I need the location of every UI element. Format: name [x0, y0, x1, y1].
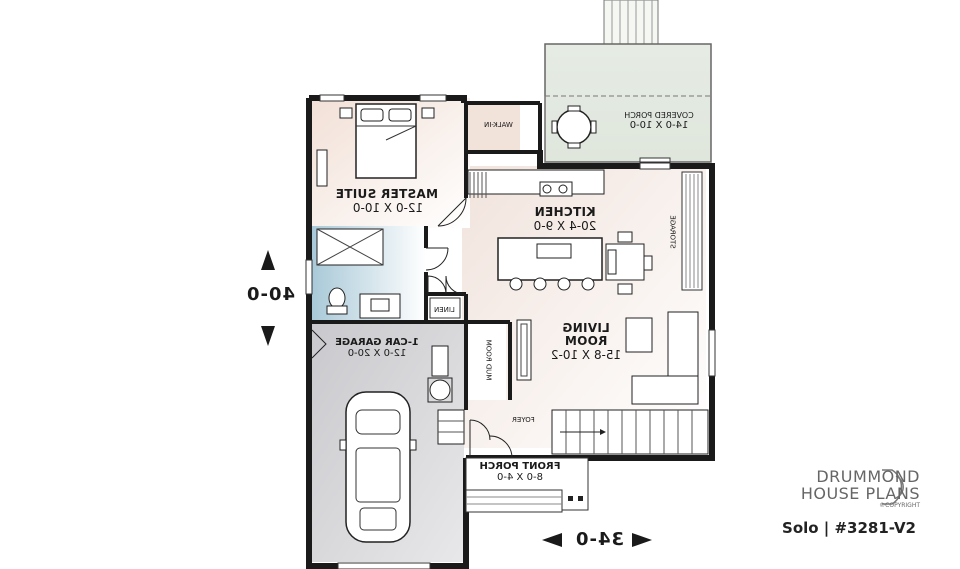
- porch-stairs-top: [603, 0, 659, 45]
- garage-dims: 12-0 X 20-0: [347, 348, 407, 359]
- living-room-name-2: ROOM: [564, 334, 608, 348]
- covered-porch-area: [544, 43, 712, 163]
- bath-fixtures: [316, 228, 461, 319]
- walk-in-label: WALK-IN: [484, 121, 513, 129]
- interior-stairs: [551, 409, 709, 455]
- kitchen-label: KITCHEN 20-4 X 9-0: [520, 205, 610, 233]
- overall-depth-dimension: 40-0: [246, 284, 296, 305]
- interior-walls: [309, 98, 542, 410]
- linen-label: LINEN: [434, 306, 455, 314]
- brand-line-1: DRUMMOND: [816, 467, 920, 486]
- foyer-label: FOYER: [512, 416, 535, 424]
- garage-car: [339, 391, 417, 543]
- brand-line-2: HOUSE PLANS: [800, 484, 920, 503]
- windows: [305, 94, 716, 569]
- overall-width-dimension: 34-0: [575, 529, 625, 550]
- brand-copyright: ©COPYRIGHT: [879, 502, 920, 509]
- storage-label: STORAGE: [668, 215, 677, 249]
- plan-title: Solo | #3281-V2: [782, 519, 916, 537]
- living-room-label: LIVING ROOM 15-8 X 10-2: [546, 321, 626, 362]
- front-porch-name: FRONT PORCH: [479, 461, 561, 472]
- covered-porch-name: COVERED PORCH: [624, 111, 694, 120]
- master-suite-dims: 12-0 X 10-0: [352, 201, 424, 215]
- doors: [311, 197, 513, 459]
- master-suite-label: MASTER SUITE 12-0 X 10-0: [335, 187, 438, 215]
- garage-label: 1-CAR GARAGE 12-0 X 20-0: [332, 337, 422, 359]
- front-porch-area: [465, 457, 589, 513]
- front-porch-dims: 8-0 X 4-0: [497, 472, 543, 483]
- covered-porch-label: COVERED PORCH 14-0 X 10-0: [614, 111, 704, 131]
- front-porch-label: FRONT PORCH 8-0 X 4-0: [474, 461, 566, 483]
- garage-name: 1-CAR GARAGE: [335, 337, 419, 348]
- covered-porch-dims: 14-0 X 10-0: [629, 120, 689, 131]
- brand-logo: DRUMMOND HOUSE PLANS ©COPYRIGHT: [801, 468, 920, 509]
- master-bed: [316, 103, 435, 187]
- dimension-arrows: [261, 250, 652, 547]
- kitchen-fixtures: [467, 169, 703, 295]
- garage-steps: [437, 409, 465, 445]
- brand-logo-mark: [882, 469, 904, 505]
- master-suite-name: MASTER SUITE: [335, 187, 438, 201]
- kitchen-name: KITCHEN: [534, 205, 596, 219]
- living-furniture: [516, 311, 699, 405]
- garage-mower: [427, 345, 453, 403]
- mud-room-label: MUD ROOM: [484, 339, 493, 381]
- kitchen-dims: 20-4 X 9-0: [533, 219, 597, 233]
- living-room-dims: 15-8 X 10-2: [550, 348, 622, 362]
